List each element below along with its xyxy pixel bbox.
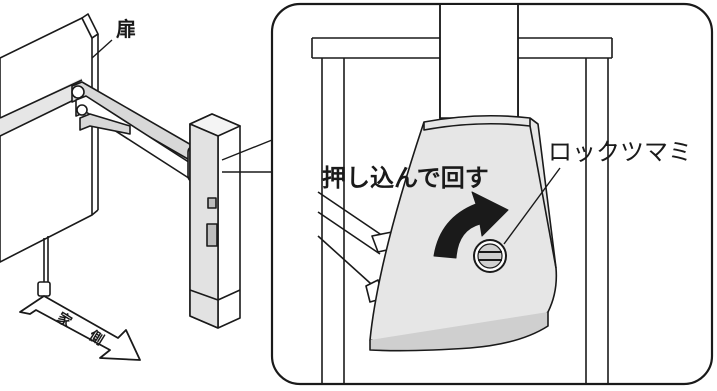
lock-knob[interactable]	[473, 239, 507, 273]
door-hanging-tag	[37, 236, 51, 297]
left-scene	[0, 13, 273, 361]
gate-post	[189, 113, 241, 329]
lock-knob-leader	[503, 167, 561, 245]
push-turn-instruction: 押し込んで回す	[322, 164, 489, 192]
post-column	[439, 5, 519, 119]
zoom-leader-lines	[221, 139, 273, 173]
house-side-arrow	[19, 295, 141, 361]
door-label-leader	[91, 39, 113, 59]
door-panel	[0, 13, 99, 263]
turn-arrow	[433, 191, 509, 259]
zoom-panel	[270, 2, 714, 386]
door-label: 扉	[116, 17, 136, 41]
lock-knob-label: ロックツマミ	[548, 138, 692, 166]
